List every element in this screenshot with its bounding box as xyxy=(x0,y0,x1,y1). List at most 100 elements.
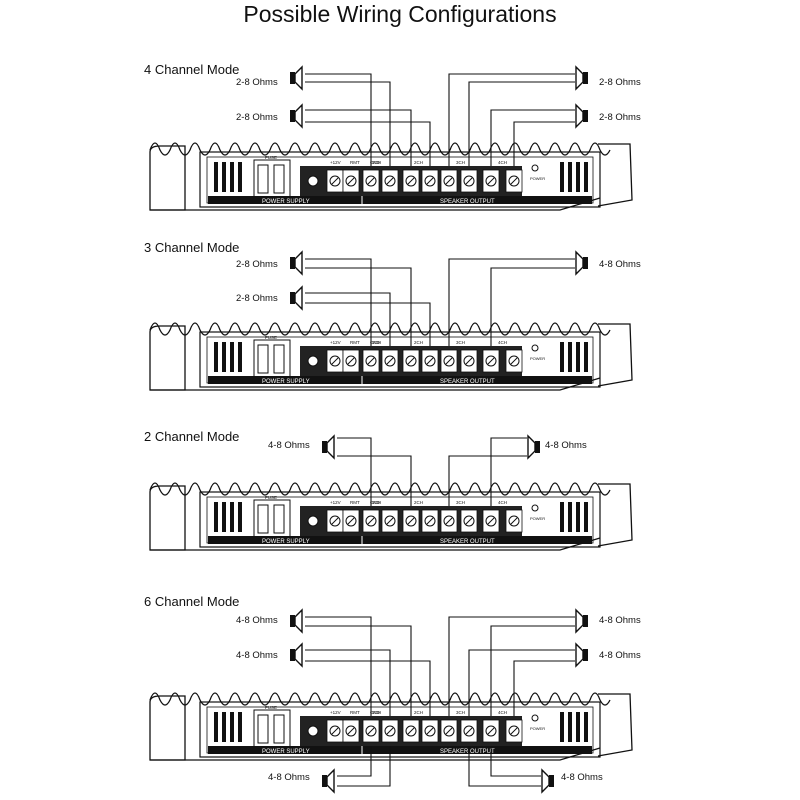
vent-slot xyxy=(230,342,234,372)
wire xyxy=(448,616,575,716)
speaker-right-1 xyxy=(575,65,588,91)
speaker-right-1 xyxy=(527,434,540,460)
channel-label: 1CH xyxy=(372,340,381,345)
terminal-screw xyxy=(485,355,497,367)
speaker-left-1 xyxy=(290,65,303,91)
power-terminal-label: RMT xyxy=(350,710,360,715)
channel-label: 1CH xyxy=(372,710,381,715)
screw-slot xyxy=(487,517,495,525)
power-led xyxy=(531,504,539,512)
screw-slot xyxy=(465,727,473,735)
ohm-label: 4-8 Ohms xyxy=(599,650,641,661)
terminal-screw xyxy=(329,515,341,527)
terminal-screw xyxy=(508,725,520,737)
screw-slot xyxy=(386,517,394,525)
speaker-bottom-right xyxy=(541,768,554,794)
heatsink-left xyxy=(149,325,186,391)
vent-slot xyxy=(560,712,564,742)
speaker-output-label: SPEAKER OUTPUT xyxy=(440,749,495,755)
channel-label: 4CH xyxy=(498,500,507,505)
vent-slot xyxy=(230,712,234,742)
power-led-label: POWER xyxy=(530,356,545,361)
terminal-screw xyxy=(424,515,436,527)
mode-title-4ch: 4 Channel Mode xyxy=(144,62,240,77)
fuse xyxy=(273,164,285,194)
channel-label: 3CH xyxy=(456,500,465,505)
screw-slot xyxy=(407,517,415,525)
screw-slot xyxy=(386,357,394,365)
speaker-magnet xyxy=(290,257,295,269)
speaker-magnet xyxy=(583,615,588,627)
screw-slot xyxy=(347,357,355,365)
fuse xyxy=(273,504,285,534)
screw-slot xyxy=(510,517,518,525)
wire xyxy=(305,302,431,346)
terminal-screw xyxy=(508,175,520,187)
power-supply-label: POWER SUPPLY xyxy=(262,199,310,205)
terminal-screw xyxy=(384,175,396,187)
fuse xyxy=(257,714,269,744)
terminal-screw xyxy=(424,175,436,187)
wire xyxy=(337,455,412,506)
mode-title-3ch: 3 Channel Mode xyxy=(144,240,240,255)
vent-slot xyxy=(568,162,572,192)
amp-panel xyxy=(199,151,601,208)
power-terminal-label: +12V xyxy=(330,340,341,345)
speaker-magnet xyxy=(583,72,588,84)
terminal-screw xyxy=(463,725,475,737)
wire xyxy=(337,746,391,787)
channel-label: 4CH xyxy=(498,340,507,345)
power-terminal-label: +12V xyxy=(330,160,341,165)
screw-slot xyxy=(386,727,394,735)
screw-slot xyxy=(331,177,339,185)
speaker-magnet xyxy=(583,110,588,122)
screw-slot xyxy=(426,177,434,185)
label-bar xyxy=(208,746,592,754)
speaker-magnet xyxy=(290,292,295,304)
screw-slot xyxy=(487,177,495,185)
label-bar xyxy=(208,196,592,204)
ohm-label: 2-8 Ohms xyxy=(236,293,278,304)
mount-screw xyxy=(307,175,319,187)
screw-slot xyxy=(347,177,355,185)
power-terminal-label: GND xyxy=(370,500,381,505)
fuse-label: FUSE xyxy=(265,495,277,500)
vent-slot xyxy=(214,342,218,372)
screw-slot xyxy=(465,357,473,365)
power-led-label: POWER xyxy=(530,516,545,521)
vent-slot xyxy=(584,502,588,532)
vent-slot xyxy=(222,712,226,742)
terminal-screw xyxy=(443,175,455,187)
terminal-screw xyxy=(405,515,417,527)
channel-label: 2CH xyxy=(414,160,423,165)
wire xyxy=(448,455,527,506)
screw-slot xyxy=(407,357,415,365)
wire xyxy=(490,267,575,346)
power-terminal-label: GND xyxy=(370,340,381,345)
terminal-screw xyxy=(365,175,377,187)
terminal-screw xyxy=(329,725,341,737)
page-title: Possible Wiring Configurations xyxy=(243,1,557,27)
heatsink-left xyxy=(149,485,186,551)
screw-slot xyxy=(386,177,394,185)
ohm-label: 4-8 Ohms xyxy=(561,772,603,783)
channel-label: 3CH xyxy=(456,340,465,345)
speaker-cone xyxy=(294,608,303,634)
mode-title-2ch: 2 Channel Mode xyxy=(144,429,240,444)
terminal-screw xyxy=(329,355,341,367)
vent-slot xyxy=(576,162,580,192)
wire xyxy=(490,437,527,506)
speaker-right-2 xyxy=(575,642,588,668)
speaker-cone xyxy=(575,65,584,91)
screw-slot xyxy=(331,517,339,525)
terminal-screw xyxy=(405,725,417,737)
wire xyxy=(490,625,575,716)
fuse xyxy=(273,714,285,744)
vent-slot xyxy=(214,162,218,192)
wire xyxy=(448,73,575,166)
terminal-screw xyxy=(365,355,377,367)
vent-slot xyxy=(576,342,580,372)
speaker-magnet xyxy=(583,257,588,269)
speaker-cone xyxy=(294,250,303,276)
